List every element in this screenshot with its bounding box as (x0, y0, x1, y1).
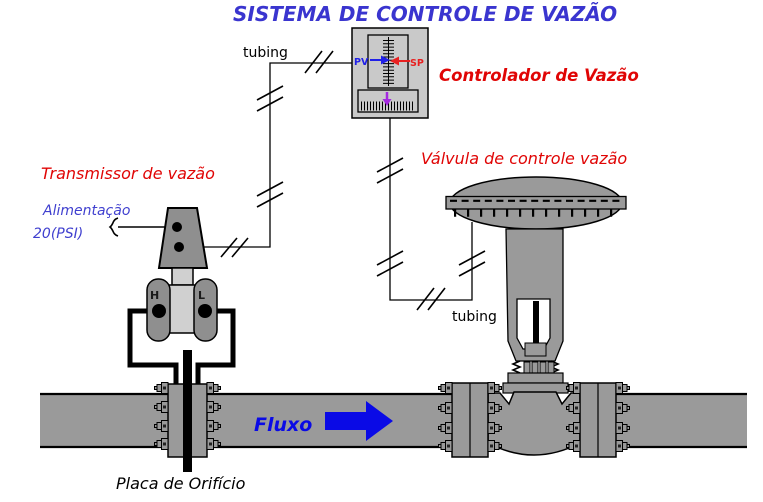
flange-bolt (615, 422, 630, 434)
supply-label-line1: Alimentação (42, 203, 130, 219)
pv-arrow-icon (370, 55, 390, 65)
flange-bolt (615, 402, 630, 414)
flange-bolt (615, 440, 630, 452)
bonnet-spring-left (510, 360, 523, 374)
pneumatic-signal-slash (304, 50, 334, 74)
low-tap-label: L (198, 289, 205, 302)
bonnet-flange-upper (507, 372, 564, 384)
flange-bolt (438, 382, 453, 394)
flange-bolt (615, 382, 630, 394)
setpoint-arrow-icon (382, 92, 392, 106)
flange-bolt (154, 438, 169, 450)
transmitter-signal-line (179, 62, 352, 248)
orifice-plate-label: Placa de Orifício (116, 474, 246, 493)
impulse-tubing-high (127, 308, 179, 386)
flange-bolt (566, 440, 581, 452)
pipe-left (40, 392, 168, 449)
flange-bolt (487, 382, 502, 394)
flange-bolt (438, 422, 453, 434)
valve-plug-block (524, 342, 547, 357)
orifice-flange (154, 382, 221, 458)
pipe-right (616, 392, 747, 449)
flange-bolt (487, 440, 502, 452)
high-tap-dot (152, 304, 166, 318)
valve-stem (533, 301, 539, 345)
tubing-bottom-label: tubing (452, 309, 497, 325)
supply-port-dot (172, 222, 182, 232)
transmitter-neck (171, 267, 194, 286)
flange-bolt (487, 422, 502, 434)
valve-flange-left (438, 382, 502, 458)
pneumatic-signal-slash (376, 157, 404, 184)
flange-bolt (206, 401, 221, 413)
valve-label: Válvula de controle vazão (421, 149, 627, 168)
pneumatic-signal-slash (220, 237, 249, 258)
pneumatic-signal-slash (416, 287, 446, 311)
low-tap-dot (198, 304, 212, 318)
bonnet-bolts (523, 361, 555, 374)
controller-label: Controlador de Vazão (439, 66, 639, 85)
supply-squiggle (108, 217, 119, 237)
control-valve (438, 176, 630, 458)
flow-transmitter: H L (108, 207, 218, 342)
tubing-top-label: tubing (243, 45, 288, 61)
valve-body (487, 391, 581, 456)
supply-label-line2: 20(PSI) (33, 226, 83, 242)
pneumatic-signal-slash (376, 250, 404, 277)
impulse-tubing-low (195, 308, 236, 386)
flow-controller: PV SP (351, 27, 429, 119)
flange-bolt (438, 440, 453, 452)
high-tap-label: H (150, 289, 159, 302)
sp-label: SP (410, 58, 424, 69)
flange-bolt (438, 402, 453, 414)
flange-bolt (154, 420, 169, 432)
flow-arrow-icon (325, 401, 393, 441)
flange-bolt (154, 401, 169, 413)
transmitter-head (157, 207, 209, 269)
flange-bolt (154, 382, 169, 394)
flange-bolt (566, 382, 581, 394)
page-title: SISTEMA DE CONTROLE DE VAZÃO (233, 2, 617, 26)
flow-label: Fluxo (254, 414, 312, 436)
controller-signal-line (389, 118, 473, 301)
flange-bolt (206, 420, 221, 432)
valve-flange-right (566, 382, 630, 458)
flange-bolt (566, 402, 581, 414)
actuator-flange-band (445, 195, 627, 210)
flange-bolt (487, 402, 502, 414)
pneumatic-signal-slash (256, 85, 284, 112)
flange-bolt (206, 382, 221, 394)
output-port-dot (174, 242, 184, 252)
pv-label: PV (354, 57, 369, 68)
transmitter-label: Transmissor de vazão (41, 164, 215, 183)
pneumatic-signal-slash (458, 250, 486, 277)
transmitter-body (165, 284, 199, 334)
flange-bolt (566, 422, 581, 434)
flange-bolt (206, 438, 221, 450)
sp-arrow-icon (390, 56, 410, 66)
pneumatic-signal-slash (256, 181, 284, 208)
